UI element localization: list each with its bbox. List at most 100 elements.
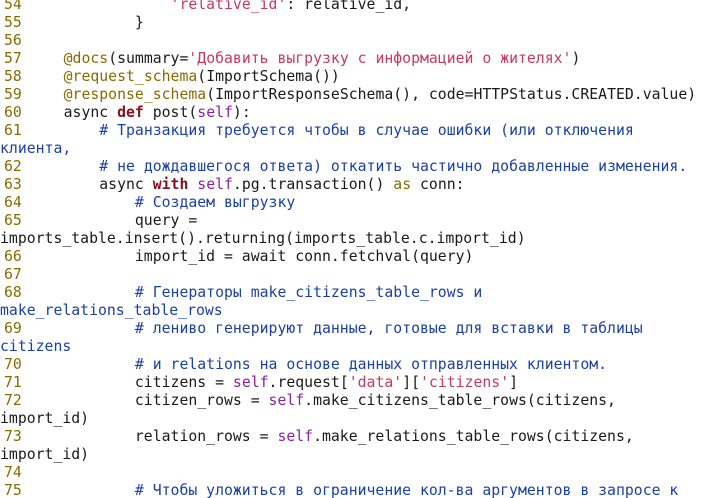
code-line: make_relations_table_rows	[0, 302, 715, 320]
code-line: 56	[0, 32, 715, 50]
token-comment: # Генераторы make_citizens_table_rows и	[134, 284, 483, 301]
line-number: 64	[4, 194, 22, 211]
token-plain: relation_rows =	[28, 428, 278, 445]
code-line: 67	[0, 266, 715, 284]
line-number: 73	[4, 428, 22, 445]
token-plain	[28, 122, 99, 139]
code-text: }	[28, 14, 144, 32]
token-comment: клиента,	[0, 140, 72, 157]
code-text: клиента,	[0, 140, 71, 158]
code-line: 55 }	[0, 14, 715, 32]
code-line: 75 # Чтобы уложиться в ограничение кол-в…	[0, 482, 715, 498]
code-line: 65 query =	[0, 212, 715, 230]
token-comment: # Чтобы уложиться в ограничение кол-ва а…	[134, 482, 679, 498]
code-line: 68 # Генераторы make_citizens_table_rows…	[0, 284, 715, 302]
token-plain: (ImportSchema())	[197, 68, 340, 85]
code-line: 71 citizens = self.request['data']['citi…	[0, 374, 715, 392]
token-self: self	[197, 176, 233, 193]
line-number: 75	[4, 482, 22, 498]
code-line: import_id)	[0, 410, 715, 428]
code-text: import_id)	[0, 410, 89, 428]
token-keyword: def	[117, 104, 144, 121]
token-plain: import_id = await conn.fetchval(query)	[28, 248, 474, 265]
token-self: self	[197, 104, 233, 121]
token-plain: import_id)	[0, 410, 90, 427]
code-line: 61 # Транзакция требуется чтобы в случае…	[0, 122, 715, 140]
token-self: self	[268, 392, 305, 409]
code-text: relation_rows = self.make_relations_tabl…	[28, 428, 634, 446]
token-keyword: with	[152, 176, 189, 193]
code-text: # Чтобы уложиться в ограничение кол-ва а…	[28, 482, 678, 498]
code-line: import_id)	[0, 446, 715, 464]
code-text: imports_table.insert().returning(imports…	[0, 230, 526, 248]
line-number: 72	[4, 392, 22, 409]
code-text: async with self.pg.transaction() as conn…	[28, 176, 464, 194]
line-number: 58	[4, 68, 22, 85]
code-text: import_id = await conn.fetchval(query)	[28, 248, 474, 266]
line-number: 66	[4, 248, 22, 265]
token-plain	[28, 158, 99, 175]
code-line: 72 citizen_rows = self.make_citizens_tab…	[0, 392, 715, 410]
code-text: # не дождавшегося ответа) откатить части…	[28, 158, 687, 176]
code-text: @request_schema(ImportSchema())	[28, 68, 340, 86]
token-plain	[28, 482, 135, 498]
token-plain: async	[28, 176, 153, 193]
code-line: 69 # лениво генерируют данные, готовые д…	[0, 320, 715, 338]
token-plain: .request[	[268, 374, 349, 391]
token-comment: # Транзакция требуется чтобы в случае ош…	[99, 122, 634, 139]
code-line: 58 @request_schema(ImportSchema())	[0, 68, 715, 86]
code-text: citizen_rows = self.make_citizens_table_…	[28, 392, 616, 410]
code-text: @response_schema(ImportResponseSchema(),…	[28, 86, 697, 104]
line-number: 56	[4, 32, 22, 49]
code-line: 66 import_id = await conn.fetchval(query…	[0, 248, 715, 266]
token-plain: citizens =	[28, 374, 233, 391]
code-line: 73 relation_rows = self.make_relations_t…	[0, 428, 715, 446]
code-text: citizens = self.request['data']['citizen…	[28, 374, 518, 392]
code-line: 54 'relative_id': relative_id,	[0, 0, 715, 14]
code-text: query =	[28, 212, 197, 230]
code-text: import_id)	[0, 446, 89, 464]
code-text: async def post(self):	[28, 104, 251, 122]
code-text: @docs(summary='Добавить выгрузку с инфор…	[28, 50, 581, 68]
token-plain: ][	[402, 374, 421, 391]
token-decor: @request_schema	[63, 68, 198, 85]
line-number: 68	[4, 284, 22, 301]
code-line: 64 # Создаем выгрузку	[0, 194, 715, 212]
code-text: # и relations на основе данных отправлен…	[28, 356, 607, 374]
token-self: self	[232, 374, 269, 391]
token-plain: citizen_rows =	[28, 392, 269, 409]
code-line: 70 # и relations на основе данных отправ…	[0, 356, 715, 374]
code-line: 59 @response_schema(ImportResponseSchema…	[0, 86, 715, 104]
token-decor: as	[393, 176, 412, 193]
line-number: 61	[4, 122, 22, 139]
code-line: 60 async def post(self):	[0, 104, 715, 122]
code-text: citizens	[0, 338, 71, 356]
token-string: 'data'	[348, 374, 403, 391]
code-line: клиента,	[0, 140, 715, 158]
code-text: # лениво генерируют данные, готовые для …	[28, 320, 643, 338]
line-number: 63	[4, 176, 22, 193]
token-self: self	[277, 428, 314, 445]
token-comment: make_relations_table_rows	[0, 302, 223, 319]
token-plain: .pg.transaction()	[232, 176, 394, 193]
token-plain: import_id)	[0, 446, 90, 463]
token-plain: .make_relations_table_rows(citizens,	[313, 428, 634, 445]
line-number: 71	[4, 374, 22, 391]
line-number: 62	[4, 158, 22, 175]
token-plain	[28, 356, 135, 373]
token-string: 'Добавить выгрузку с информацией о жител…	[188, 50, 572, 67]
line-number: 59	[4, 86, 22, 103]
token-plain: ):	[232, 104, 251, 121]
token-comment: # Создаем выгрузку	[134, 194, 296, 211]
code-line: citizens	[0, 338, 715, 356]
code-text: make_relations_table_rows	[0, 302, 223, 320]
line-number: 69	[4, 320, 22, 337]
line-number: 54	[4, 0, 22, 13]
token-comment: # лениво генерируют данные, готовые для …	[134, 320, 643, 337]
line-number: 55	[4, 14, 22, 31]
token-plain: (ImportResponseSchema(), code=HTTPStatus…	[206, 86, 697, 103]
token-plain	[188, 176, 197, 193]
token-plain	[28, 68, 64, 85]
